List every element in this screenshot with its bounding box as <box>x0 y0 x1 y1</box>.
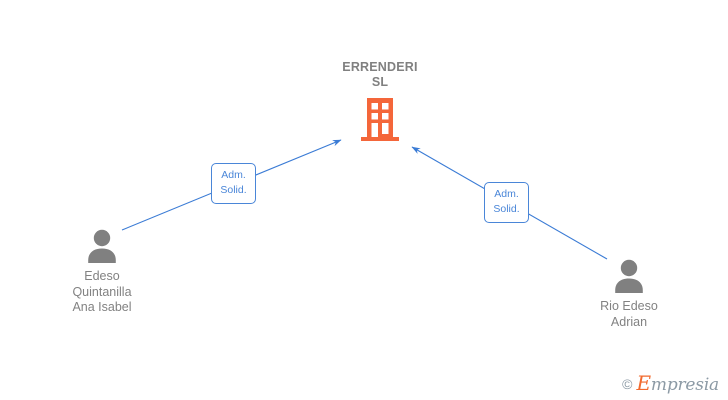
watermark: © Empresia <box>622 373 719 394</box>
person-name-label: Rio Edeso Adrian <box>600 299 658 329</box>
person-node-right[interactable]: Rio Edeso Adrian <box>559 258 699 330</box>
person-node-left[interactable]: Edeso Quintanilla Ana Isabel <box>32 228 172 316</box>
brand-rest: mpresia <box>650 375 719 395</box>
person-name-label: Edeso Quintanilla Ana Isabel <box>72 269 132 314</box>
person-avatar-icon <box>615 259 643 293</box>
relation-label-right[interactable]: Adm. Solid. <box>484 182 529 223</box>
copyright-icon: © <box>622 375 633 392</box>
relation-label-left[interactable]: Adm. Solid. <box>211 163 256 204</box>
office-building-icon <box>361 98 399 141</box>
company-name-label: ERRENDERI SL <box>342 60 418 89</box>
company-node[interactable]: ERRENDERI SL <box>310 60 450 142</box>
person-avatar-icon <box>88 229 116 263</box>
brand-initial: E <box>636 371 652 395</box>
brand-wordmark: Empresia <box>637 373 720 394</box>
